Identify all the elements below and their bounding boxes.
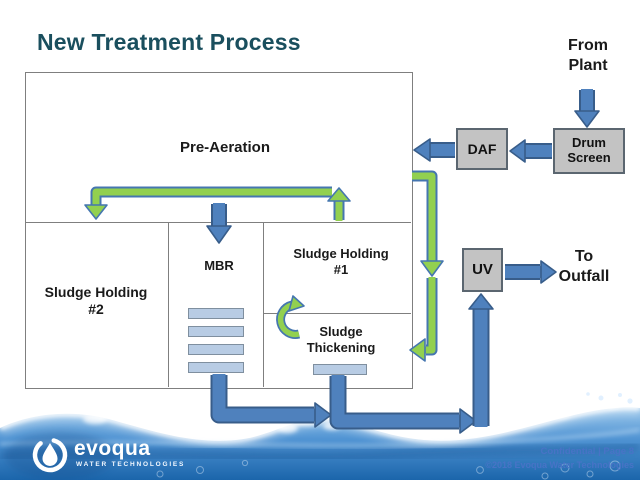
splash-foam [83, 402, 619, 435]
flow-arrow-drumscreen-to-daf [509, 139, 552, 163]
water-droplets [586, 392, 633, 404]
recycle-arrow-daf-drop-upper [412, 170, 444, 277]
evoqua-logo [32, 437, 68, 473]
membrane-cassette-bar [188, 308, 244, 319]
tank-wall-horizontal [25, 222, 411, 224]
daf-box: DAF [456, 128, 508, 170]
sludge-thickening-label: Sludge Thickening [306, 324, 376, 355]
membrane-cassette-bar [188, 362, 244, 373]
footer-copyright: ©2018 Evoqua Water Technologies [485, 460, 634, 470]
recycle-arrow-into-thickening [409, 277, 438, 362]
to-outfall-label: To Outfall [558, 248, 610, 285]
footer-confidential: Confidential | Page 8 [540, 446, 634, 457]
membrane-cassette-bar [188, 326, 244, 337]
slide-title: New Treatment Process [37, 29, 301, 55]
mbr-label: MBR [204, 258, 234, 273]
brand-wordmark: evoqua [74, 437, 151, 460]
tank-wall-vertical-2 [263, 222, 265, 387]
flow-arrow-uv-to-outfall [505, 260, 557, 284]
flow-pipe-junction-to-uv [468, 293, 494, 427]
flow-arrow-daf-to-preaeration [413, 138, 455, 162]
brand-tagline: WATER TECHNOLOGIES [76, 461, 186, 468]
flow-arrow-from-plant-to-drumscreen [574, 89, 600, 128]
uv-box: UV [462, 248, 503, 292]
membrane-cassette-bar [188, 344, 244, 355]
tank-wall-thickener [263, 313, 411, 315]
drum-screen-box: Drum Screen [553, 128, 625, 174]
sludge-holding-1-label: Sludge Holding #1 [293, 246, 389, 277]
pre-aeration-label: Pre-Aeration [179, 139, 271, 156]
sludge-holding-2-label: Sludge Holding #2 [44, 284, 148, 318]
water-drop-icon [32, 437, 68, 473]
thickener-bar [313, 364, 367, 375]
from-plant-label: From Plant [568, 37, 608, 74]
tank-wall-vertical-1 [168, 222, 170, 387]
